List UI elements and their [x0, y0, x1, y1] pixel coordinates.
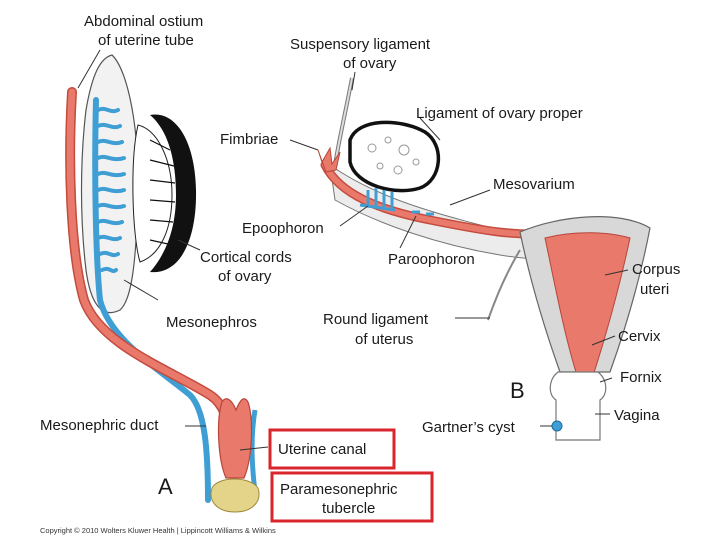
- gartners-cyst-label: Gartner’s cyst: [422, 419, 516, 436]
- epoophoron-label: Epoophoron: [242, 220, 324, 237]
- ovary-medulla: [132, 124, 173, 263]
- leader-lines: [77, 49, 629, 451]
- suspensory-ligament-label-2: of ovary: [343, 55, 397, 72]
- uterine-canal-highlight-box: [268, 428, 396, 470]
- panel-a-drawing: [65, 54, 260, 513]
- panel-a-letter: A: [158, 474, 173, 499]
- mesovarium-label: Mesovarium: [493, 176, 575, 193]
- fornix-label: Fornix: [620, 369, 662, 386]
- mesonephric-duct-label: Mesonephric duct: [40, 417, 159, 434]
- vagina-label: Vagina: [614, 407, 660, 424]
- mesonephric-tubules: [96, 106, 126, 274]
- panel-b-letter: B: [510, 378, 525, 403]
- uterine-canal-label: Uterine canal: [278, 441, 366, 458]
- paramesonephric-tubercle-shape: [210, 478, 260, 513]
- vagina-shape: [549, 371, 607, 441]
- uterine-cavity: [544, 232, 631, 386]
- corpus-uteri-label-1: Corpus: [632, 261, 680, 278]
- epoophoron-shape: [359, 188, 396, 212]
- uterine-canal-shape: [217, 398, 253, 479]
- paramesonephric-tubercle-label-2: tubercle: [322, 500, 375, 517]
- round-ligament-label-1: Round ligament: [323, 311, 429, 328]
- abdominal-ostium-label-1: Abdominal ostium: [84, 13, 203, 30]
- paroophoron-shape: [412, 210, 434, 216]
- mesonephric-duct-shape: [92, 97, 211, 503]
- ovary-cortical-cords: [150, 114, 197, 273]
- paroophoron-label: Paroophoron: [388, 251, 475, 268]
- ovary-b: [348, 120, 440, 193]
- ligament-ovary-proper-label: Ligament of ovary proper: [416, 105, 583, 122]
- copyright-notice: Copyright © 2010 Wolters Kluwer Health |…: [40, 526, 276, 535]
- cervix-label: Cervix: [618, 328, 661, 345]
- cortical-cords-label-1: Cortical cords: [200, 249, 292, 266]
- gartners-cyst-shape: [551, 420, 563, 432]
- paramesonephric-tubercle-label-1: Paramesonephric: [280, 481, 398, 498]
- round-ligament-label-2: of uterus: [355, 331, 413, 348]
- panel-b-drawing: [317, 77, 651, 441]
- abdominal-ostium-label-2: of uterine tube: [98, 32, 194, 49]
- mesonephros-label: Mesonephros: [166, 314, 257, 331]
- fimbriae-shape: [317, 146, 341, 173]
- suspensory-ligament-label-1: Suspensory ligament: [290, 36, 431, 53]
- mesonephros-body: [80, 54, 139, 314]
- cortical-cords-label-2: of ovary: [218, 268, 272, 285]
- corpus-uteri-label-2: uteri: [640, 281, 669, 298]
- fimbriae-label: Fimbriae: [220, 131, 278, 148]
- paramesonephric-tubercle-highlight-box: [270, 471, 434, 523]
